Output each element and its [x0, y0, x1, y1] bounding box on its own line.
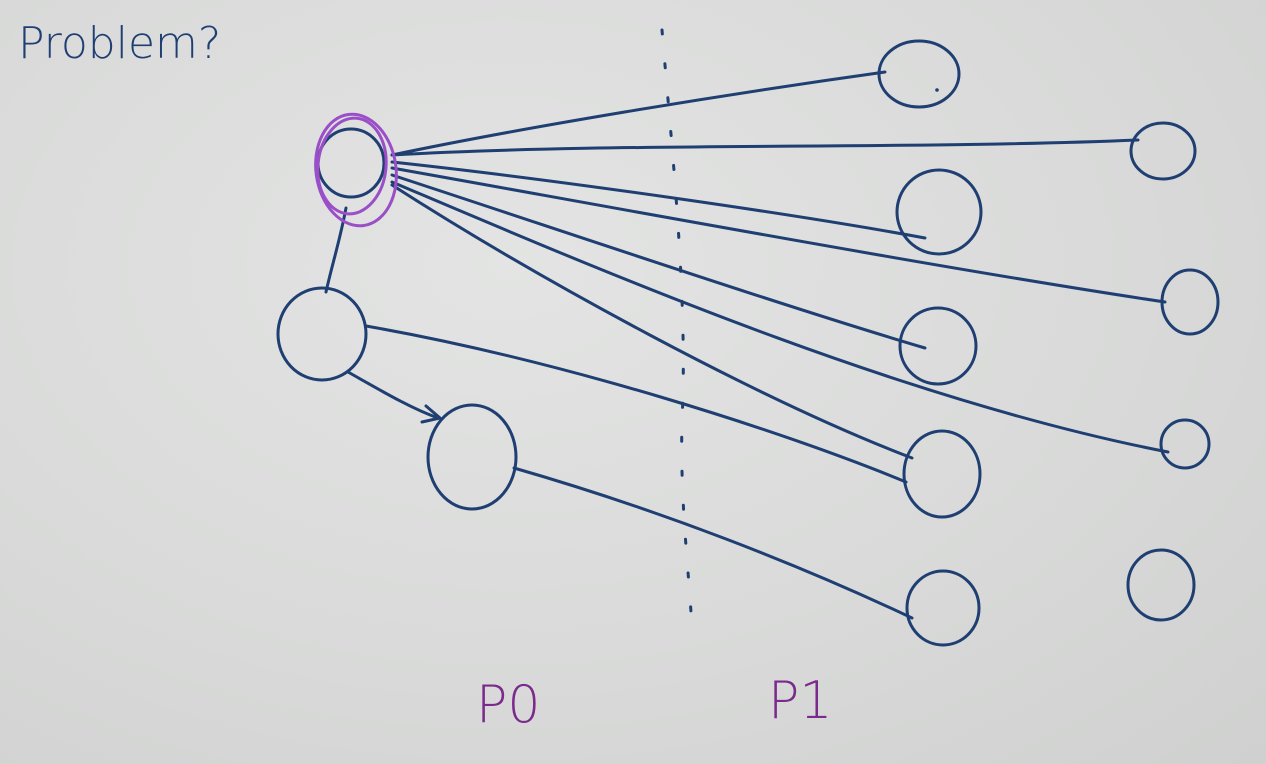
node-r7: [902, 429, 982, 519]
edge-hub-r6: [390, 180, 1170, 454]
edge-hub-r2: [390, 138, 1140, 157]
edge-a-b: [346, 370, 440, 420]
node-r4: [1160, 268, 1220, 336]
edge-hub-r4: [390, 166, 1167, 304]
partition-label-p1: P1: [768, 671, 832, 731]
node-r5: [898, 306, 978, 386]
edges: [324, 70, 1170, 620]
node-r1: [877, 39, 961, 109]
edge-hub-a: [324, 206, 348, 294]
arrowhead-a-b: [420, 404, 442, 424]
node-r9: [905, 569, 981, 647]
node-r6: [1159, 418, 1211, 470]
node-hub: [316, 127, 386, 199]
highlight-circle: [314, 112, 398, 228]
edge-hub-r1: [390, 70, 887, 157]
edge-a-r7: [364, 324, 908, 484]
edge-hub-r5: [390, 173, 927, 350]
title-text: Problem?: [18, 18, 221, 69]
node-b: [426, 403, 518, 511]
nodes: [276, 39, 1220, 647]
partition-divider: [660, 28, 694, 630]
edge-hub-r3: [390, 160, 927, 240]
node-a: [276, 286, 368, 382]
node-r3: [895, 168, 983, 256]
node-r1-dot: [935, 88, 939, 92]
partition-label-p0: P0: [476, 675, 540, 735]
node-r10: [1126, 548, 1196, 622]
edge-hub-r7: [390, 183, 914, 460]
node-r2: [1129, 121, 1197, 181]
edge-b-r9: [512, 466, 914, 620]
